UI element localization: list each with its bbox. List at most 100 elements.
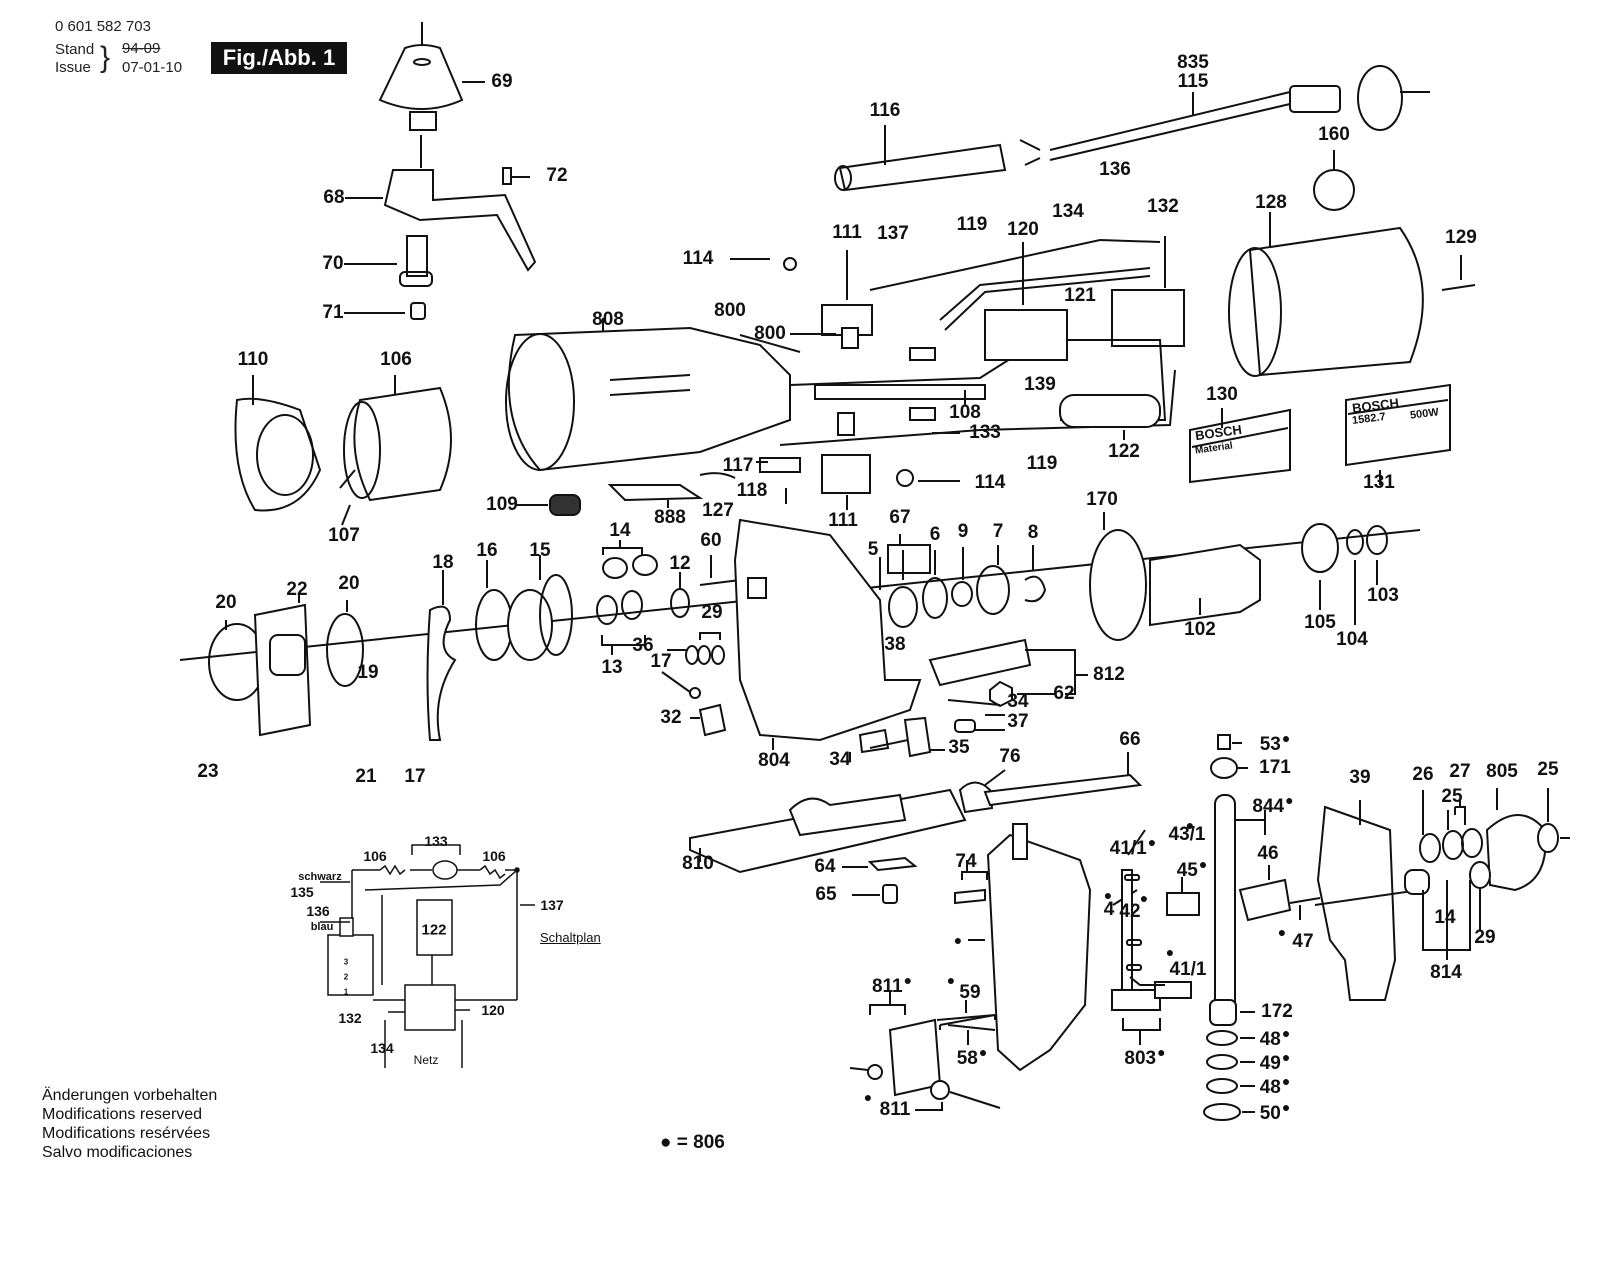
callout-69: 69: [491, 71, 513, 92]
modification-notes: Änderungen vorbehalten Modifications res…: [42, 1086, 217, 1162]
callout-15: 15: [529, 540, 551, 561]
callout-127: 127: [702, 500, 734, 521]
callout-106: 106: [380, 349, 412, 370]
callout-36: 36: [632, 635, 654, 656]
callout-19: 19: [357, 662, 379, 683]
callout-41-1-top: 41/1: [1110, 834, 1156, 860]
callout-814: 814: [1430, 962, 1462, 983]
callout-121: 121: [1064, 285, 1096, 306]
bullet-marker: ●: [863, 1089, 873, 1105]
callout-811-bottom: 811: [879, 1099, 911, 1120]
schematic-106-right: 106: [482, 848, 506, 864]
terminal-3: 3: [343, 957, 349, 967]
note-fr: Modifications resérvées: [42, 1125, 211, 1142]
callout-835: 835: [1177, 52, 1209, 73]
bullet-marker: ●: [1185, 817, 1195, 833]
note-en: Modifications reserved: [42, 1106, 203, 1123]
bullet-marker: ●: [1277, 924, 1287, 940]
bullet-marker: ●: [953, 932, 963, 948]
callout-48-a: 48: [1260, 1025, 1291, 1051]
callout-23: 23: [197, 761, 219, 782]
callout-34-right: 34: [1007, 691, 1029, 712]
terminal-1: 1: [343, 987, 349, 997]
schematic-netz: Netz: [413, 1053, 439, 1067]
callout-25-inner: 25: [1441, 786, 1463, 807]
callout-50: 50: [1260, 1099, 1291, 1125]
callout-26: 26: [1412, 764, 1434, 785]
callout-14-right: 14: [1434, 907, 1456, 928]
callout-76: 76: [999, 746, 1021, 767]
callout-130: 130: [1206, 384, 1238, 405]
bullet-marker: ●: [1165, 944, 1175, 960]
callout-131: 131: [1363, 472, 1395, 493]
knob-part-69: [378, 22, 485, 131]
callout-114-top: 114: [682, 248, 714, 269]
callout-20-right: 20: [338, 573, 360, 594]
callout-41-1-bottom: 41/1: [1169, 959, 1207, 980]
stand-label: Stand: [55, 41, 95, 58]
callout-17-bottom: 17: [404, 766, 426, 787]
schematic-title: Schaltplan: [540, 930, 601, 945]
callout-132: 132: [1147, 196, 1179, 217]
callout-22: 22: [286, 579, 308, 600]
callout-116: 116: [869, 100, 901, 121]
callout-46: 46: [1257, 843, 1279, 864]
callout-71: 71: [322, 302, 344, 323]
callout-117: 117: [722, 455, 754, 476]
callout-48-b: 48: [1260, 1073, 1291, 1099]
callout-107: 107: [328, 525, 360, 546]
callout-62: 62: [1053, 683, 1075, 704]
callout-74: 74: [955, 851, 977, 872]
callout-72: 72: [546, 165, 568, 186]
callout-160: 160: [1318, 124, 1350, 145]
callout-8: 8: [1027, 522, 1039, 543]
callout-65: 65: [815, 884, 837, 905]
callout-812: 812: [1093, 664, 1125, 685]
callout-122: 122: [1108, 441, 1140, 462]
callout-120: 120: [1007, 219, 1039, 240]
callout-7: 7: [992, 521, 1004, 542]
callout-137: 137: [877, 223, 909, 244]
callout-104: 104: [1336, 629, 1368, 650]
callout-110: 110: [237, 349, 269, 370]
callout-35: 35: [948, 737, 970, 758]
callout-70: 70: [322, 253, 344, 274]
callout-66: 66: [1119, 729, 1141, 750]
part-number: 0 601 582 703: [55, 18, 151, 35]
schematic-120: 120: [481, 1002, 505, 1018]
callout-20-left: 20: [215, 592, 237, 613]
callout-103: 103: [1367, 585, 1399, 606]
callout-803: 803: [1124, 1044, 1165, 1070]
bullet-marker: ●: [946, 972, 956, 988]
callout-114-bottom: 114: [974, 472, 1006, 493]
callout-16: 16: [476, 540, 498, 561]
callout-47: 47: [1292, 931, 1314, 952]
callout-139: 139: [1024, 374, 1056, 395]
callout-105: 105: [1304, 612, 1336, 633]
schematic-122: 122: [421, 921, 447, 939]
callout-59: 59: [959, 982, 981, 1003]
callout-60: 60: [700, 530, 722, 551]
schematic-wiring: [320, 844, 535, 1068]
legend-text: = 806: [676, 1132, 725, 1153]
callout-129: 129: [1445, 227, 1477, 248]
callout-32: 32: [660, 707, 682, 728]
callout-136: 136: [1099, 159, 1131, 180]
callout-49: 49: [1260, 1049, 1291, 1075]
callout-34-bottom: 34: [829, 749, 851, 770]
callout-111-bottom: 111: [828, 510, 858, 531]
schematic-135: 135: [290, 884, 314, 900]
callout-42: 42: [1119, 901, 1141, 922]
callout-53: 53: [1260, 730, 1291, 756]
callout-170: 170: [1086, 489, 1118, 510]
callout-804: 804: [758, 750, 790, 771]
callout-14: 14: [609, 520, 631, 541]
legend-bullet-icon: ●: [660, 1132, 672, 1153]
callout-810: 810: [682, 853, 714, 874]
callout-17-mid: 17: [650, 651, 672, 672]
callout-64: 64: [814, 856, 836, 877]
callout-13: 13: [601, 657, 623, 678]
schematic-132: 132: [338, 1010, 362, 1026]
callout-67: 67: [889, 507, 911, 528]
